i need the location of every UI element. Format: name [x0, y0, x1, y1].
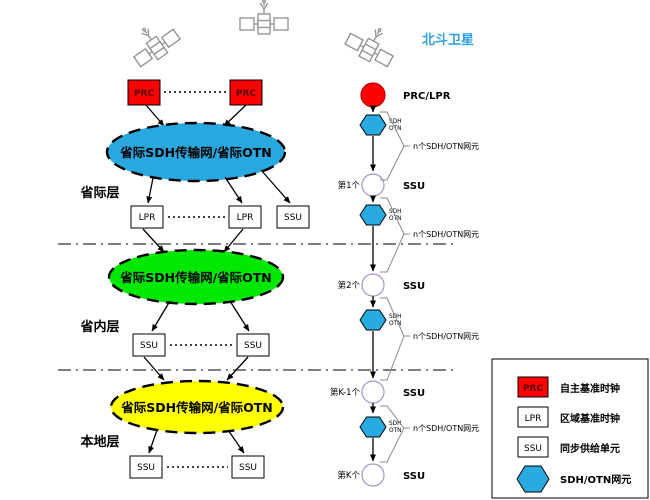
lpr-box-label: LPR	[139, 213, 156, 223]
arrow	[148, 429, 158, 454]
arrow	[226, 356, 249, 381]
legend-prc-label: 自主基准时钟	[560, 382, 620, 395]
local-network-ellipse	[109, 379, 285, 435]
node-index-label: 第K个	[337, 470, 360, 481]
group-brace	[380, 111, 410, 181]
node-type-label: SSU	[403, 471, 425, 482]
arrow	[146, 177, 154, 204]
arrow	[229, 300, 250, 332]
prc-box-label: PRC	[236, 89, 257, 99]
ssu-circle	[361, 380, 385, 404]
lpr-box	[130, 205, 164, 229]
ssu-box	[129, 455, 163, 479]
node-index-label: 第2个	[338, 280, 361, 291]
ssu-box-label: SSU	[284, 213, 302, 223]
ssu-box	[236, 333, 270, 357]
node-index-label: 第K-1个	[330, 387, 361, 398]
node-type-label: SSU	[403, 181, 425, 192]
node-type-label: SSU	[403, 388, 425, 399]
group-brace	[380, 405, 410, 463]
sdh-otn-hexagon	[359, 309, 387, 331]
ssu-box	[231, 455, 265, 479]
group-size-label: n个SDH/OTN网元	[413, 230, 479, 239]
interprovince-network-label: 省际SDH传输网/省际OTN	[119, 145, 272, 160]
lpr-box	[228, 205, 262, 229]
sdh-otn-hexagon	[359, 114, 387, 136]
layer-label-interprovince: 省际层	[79, 185, 119, 201]
local-network-label: 省际SDH传输网/省际OTN	[120, 400, 273, 415]
arrow	[151, 300, 171, 332]
beidou-satellite-label: 北斗卫星	[422, 33, 474, 48]
sdh-otn-hexagon	[359, 204, 387, 226]
hex-label: OTN	[389, 321, 401, 327]
ssu-box-label: SSU	[137, 463, 155, 473]
layer-label-province: 省内层	[79, 319, 119, 335]
legend-hexagon-swatch	[516, 465, 550, 493]
legend-ssu-label: 同步供给单元	[560, 442, 620, 455]
arrow	[223, 228, 244, 253]
group-size-label: n个SDH/OTN网元	[413, 142, 479, 151]
prc-box	[127, 79, 161, 106]
prc-lpr-label: PRC/LPR	[403, 91, 451, 102]
satellite-icon	[123, 14, 184, 71]
ssu-circle	[361, 173, 385, 197]
legend-prc-swatch	[517, 376, 549, 398]
arrow	[145, 104, 165, 127]
province-network-label: 省际SDH传输网/省际OTN	[119, 270, 272, 285]
legend-lpr-symbol: LPR	[525, 414, 542, 424]
ssu-circle	[361, 273, 385, 297]
legend-ssu-swatch	[517, 436, 549, 458]
arrow	[260, 169, 291, 204]
satellite-icon	[239, 0, 289, 35]
arrow	[227, 429, 245, 454]
node-index-label: 第1个	[338, 180, 361, 191]
node-type-label: SSU	[403, 281, 425, 292]
group-size-label: n个SDH/OTN网元	[413, 424, 479, 433]
prc-box-label: PRC	[134, 89, 155, 99]
group-brace	[380, 197, 410, 273]
hex-label: OTN	[389, 216, 401, 222]
legend-ssu-symbol: SSU	[524, 444, 542, 454]
arrow	[223, 104, 247, 127]
ssu-box	[132, 333, 166, 357]
hex-label: SDH	[389, 209, 402, 215]
hex-label: OTN	[389, 428, 401, 434]
arrow	[143, 356, 165, 381]
satellite-icon	[342, 17, 403, 71]
arrow	[224, 176, 243, 204]
ssu-box-label: SSU	[140, 341, 158, 351]
interprovince-network-ellipse	[105, 121, 287, 183]
ssu-box-label: SSU	[244, 341, 262, 351]
ssu-box	[276, 205, 310, 229]
layer-label-local: 本地层	[80, 434, 119, 450]
arrow	[142, 228, 165, 253]
ssu-box-label: SSU	[239, 463, 257, 473]
sdh-otn-hexagon	[359, 416, 387, 438]
hex-label: SDH	[389, 421, 402, 427]
legend-lpr-label: 区域基准时钟	[560, 412, 620, 425]
prc-lpr-clock-circle	[360, 82, 386, 108]
legend-lpr-swatch	[517, 406, 549, 428]
legend-hex-label: SDH/OTN网元	[560, 474, 631, 486]
group-size-label: n个SDH/OTN网元	[413, 332, 479, 341]
province-network-ellipse	[107, 248, 285, 306]
legend-prc-symbol: PRC	[523, 384, 544, 394]
hex-label: SDH	[389, 119, 402, 125]
group-brace	[380, 297, 410, 381]
lpr-box-label: LPR	[237, 213, 254, 223]
ssu-circle	[361, 463, 385, 487]
